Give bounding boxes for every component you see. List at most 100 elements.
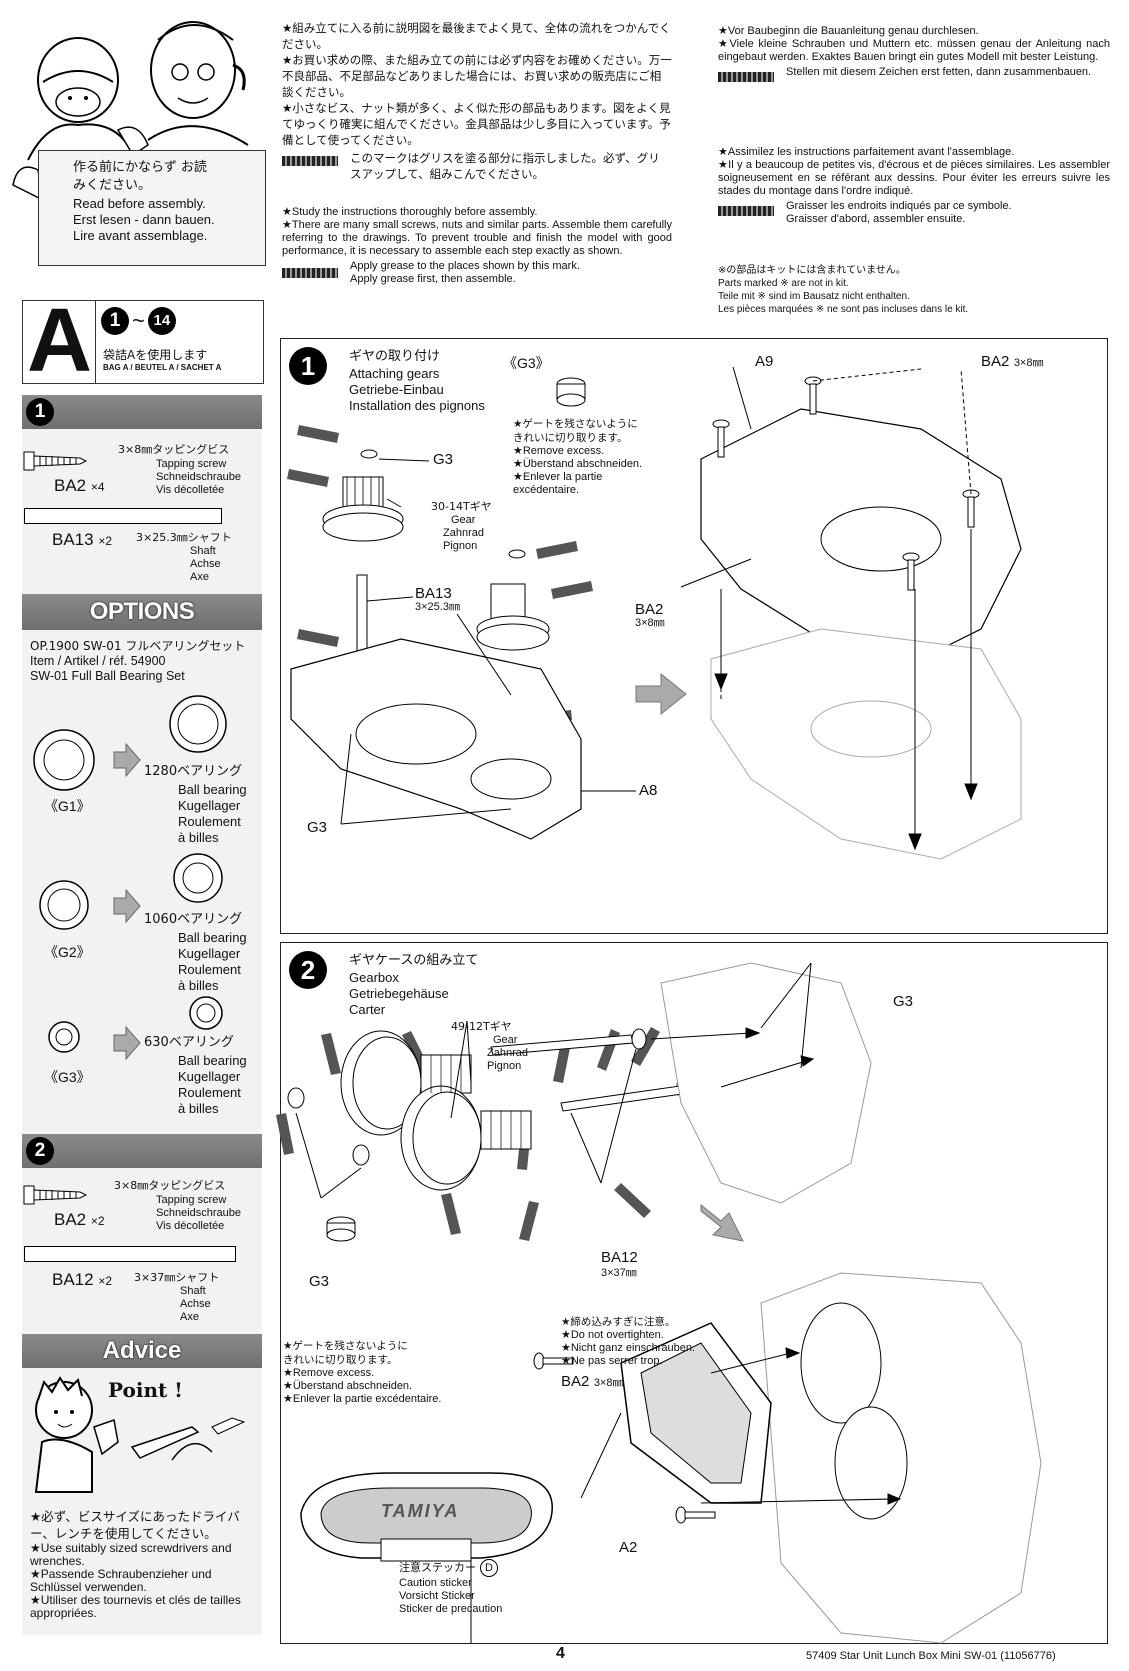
advice-jp: ★必ず、ビスサイズにあったドライバー、レンチを使用してください。 — [30, 1509, 240, 1541]
step2-g3-left: G3 — [309, 1273, 330, 1290]
grease-mark-icon — [718, 72, 774, 82]
instructions-jp: ★組み立てに入る前に説明図を最後までよく見て、全体の流れをつかんでください。 ★… — [282, 20, 672, 182]
step2-screw-fr: Vis décolletée — [156, 1220, 225, 1232]
sticker-de: Vorsicht Sticker — [399, 1590, 475, 1602]
shaft-qty: ×2 — [98, 1274, 113, 1288]
step2-sticker-cover-text: TAMIYA — [381, 1501, 460, 1521]
bag-range-end: 14 — [147, 307, 176, 335]
g3-jp: 630ベアリング — [144, 1035, 234, 1050]
g1-en: Ball bearing — [178, 782, 247, 797]
step1-g3-bottom: G3 — [307, 819, 328, 836]
tight-de: ★Nicht ganz einschrauben. — [561, 1342, 695, 1354]
not-in-kit-jp: ※の部品はキットには含まれていません。 — [718, 265, 906, 276]
step2-g3-top: G3 — [893, 993, 914, 1010]
instructions-en: ★Study the instructions thoroughly befor… — [282, 206, 672, 286]
g1-fr1: Roulement — [178, 814, 241, 829]
step2-screw-en: Tapping screw — [156, 1194, 227, 1206]
step2-de: Getriebegehäuse — [349, 986, 449, 1001]
step1-en: Attaching gears — [349, 366, 440, 381]
gate-jp-1: ★ゲートを残さないように — [513, 418, 638, 430]
grease-fr-2: Graisser d'abord, assembler ensuite. — [786, 213, 966, 225]
sidebar-step2-number: 2 — [26, 1137, 54, 1165]
instruction-jp-3: ★小さなビス、ナット類が多く、よく似た形の部品もあります。図をよく見てゆっくり確… — [282, 101, 671, 147]
step1-diagram — [287, 366, 1022, 860]
shaft-icon — [24, 1246, 236, 1262]
bearing-g3: 《G3》 630ベアリング Ball bearing Kugellager Ro… — [22, 995, 262, 1120]
step2-jp: ギヤケースの組み立て — [349, 953, 479, 968]
step1-gear-jp: 30-14Tギヤ — [431, 500, 492, 513]
instruction-en-2: ★There are many small screws, nuts and s… — [282, 219, 672, 257]
bag-range-start: 1 — [101, 307, 129, 335]
g2-part: 《G2》 — [44, 944, 91, 960]
bag-jp: 袋詰Aを使用します — [103, 348, 208, 362]
shaft-icon — [24, 508, 222, 524]
tapping-screw-icon — [23, 451, 88, 471]
sidebar-step1-bar: 1 — [22, 395, 262, 429]
gate-jp-2: きれいに切り取ります。 — [283, 1354, 398, 1366]
step2-gate-note: ★ゲートを残さないように きれいに切り取ります。 ★Remove excess.… — [283, 1339, 441, 1406]
step1-ba2-top: BA2 3×8㎜ — [981, 353, 1043, 371]
g3-fr1: Roulement — [178, 1085, 241, 1100]
step1-de: Getriebe-Einbau — [349, 382, 444, 397]
g3-fr2: à billes — [178, 1101, 219, 1116]
sticker-fr: Sticker de precaution — [399, 1603, 503, 1615]
screw-qty: ×2 — [90, 1214, 105, 1228]
tight-en: ★Do not overtighten. — [561, 1329, 664, 1341]
step2-ba2: BA2 3×8㎜ — [561, 1373, 623, 1391]
step1-g3-label: G3 — [433, 451, 454, 468]
step1-shaft-fr: Axe — [190, 571, 209, 583]
step2-screw-jp: 3×8㎜タッピングビス — [114, 1179, 226, 1192]
step1-g3-title: 《G3》 — [503, 355, 550, 371]
not-in-kit-fr: Les pièces marquées ※ ne sont pas inclus… — [718, 304, 969, 315]
grease-mark-icon — [282, 268, 338, 278]
bag-multi: BAG A / BEUTEL A / SACHET A — [103, 363, 222, 372]
grease-de: Stellen mit diesem Zeichen erst fetten, … — [786, 66, 1092, 78]
footer-caption: 57409 Star Unit Lunch Box Mini SW-01 (11… — [806, 1650, 1056, 1662]
g2-en: Ball bearing — [178, 930, 247, 945]
step1-screw-fr: Vis décolletée — [156, 484, 225, 496]
instructions-fr: ★Assimilez les instructions parfaitement… — [718, 146, 1110, 226]
bearing-g1: 《G1》 1280ベアリング Ball bearing Kugellager R… — [22, 695, 262, 850]
options-item: OP.1900 SW-01 フルベアリングセット — [30, 639, 246, 653]
screw-code: BA2 — [54, 476, 87, 495]
gate-fr2: excédentaire. — [513, 484, 580, 496]
gate-en: ★Remove excess. — [283, 1367, 375, 1379]
step2-shaft-fr: Axe — [180, 1311, 199, 1323]
grease-en-1: Apply grease to the places shown by this… — [350, 260, 580, 272]
step1-jp: ギヤの取り付け — [349, 349, 441, 364]
advice-illustration: Point ! — [22, 1372, 262, 1502]
boy-with-screwdriver-icon — [34, 1376, 246, 1493]
step1-gear-fr: Pignon — [443, 540, 478, 552]
g3-part: 《G3》 — [44, 1069, 91, 1085]
grease-mark-icon — [718, 206, 774, 216]
step2-shaft-en: Shaft — [180, 1285, 206, 1297]
bearing-diagram-icon — [39, 853, 223, 930]
ba2-label: BA2 — [981, 353, 1010, 370]
step1-gear-de: Zahnrad — [443, 527, 484, 539]
instruction-jp-2: ★お買い求めの際、また組み立ての前には必ず内容をお確めください。万一不良部品、不… — [282, 53, 672, 99]
shaft-qty: ×2 — [98, 534, 113, 548]
bag-header: A 1 ~ 14 袋詰Aを使用します BAG A / BEUTEL A / SA… — [22, 293, 264, 389]
ba2-label: BA2 — [561, 1373, 590, 1390]
advice-de: ★Passende Schraubenzieher und Schlüssel … — [30, 1567, 212, 1594]
instruction-de-1: ★Vor Baubeginn die Bauanleitung genau du… — [718, 25, 979, 37]
step2-screw-code: BA2 ×2 — [54, 1210, 105, 1230]
g3-en: Ball bearing — [178, 1053, 247, 1068]
gate-de: ★Überstand abschneiden. — [513, 458, 643, 470]
step1-shaft-jp: 3×25.3㎜シャフト — [136, 531, 232, 544]
bearing-diagram-icon — [33, 695, 227, 791]
sidebar-step1-number: 1 — [26, 398, 54, 426]
page-number: 4 — [556, 1645, 565, 1662]
step2-diagram — [276, 962, 1042, 1644]
intro-jp: 作る前にかならず お読みください。 — [73, 160, 207, 193]
g1-part: 《G1》 — [44, 798, 91, 814]
step1-shaft-en: Shaft — [190, 545, 216, 557]
step1-a9: A9 — [755, 353, 774, 370]
sidebar-step2-bar: 2 — [22, 1134, 262, 1168]
step2-screw-de: Schneidschraube — [156, 1207, 242, 1219]
instruction-de-2: ★Viele kleine Schrauben und Muttern etc.… — [718, 38, 1110, 63]
step2-number: 2 — [289, 951, 327, 989]
instruction-fr-1: ★Assimilez les instructions parfaitement… — [718, 146, 1015, 158]
sidebar-step1-parts: 3×8㎜タッピングビス Tapping screw Schneidschraub… — [22, 438, 262, 588]
g2-fr1: Roulement — [178, 962, 241, 977]
